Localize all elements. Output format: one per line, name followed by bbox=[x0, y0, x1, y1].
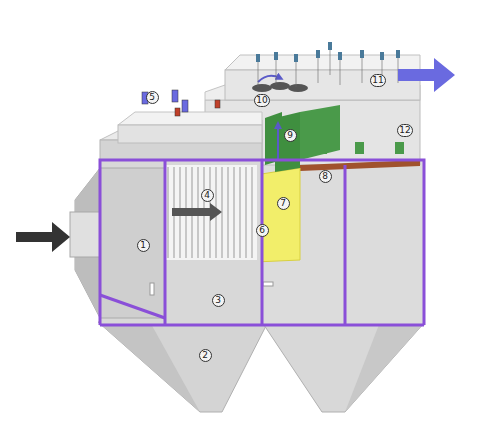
blow-pipe bbox=[296, 62, 297, 87]
blow-pipe bbox=[330, 50, 331, 75]
pulse-valve bbox=[316, 50, 320, 58]
pulse-valve bbox=[396, 50, 400, 58]
right-hopper-shade bbox=[345, 322, 425, 412]
outlet-hole bbox=[270, 82, 290, 90]
inlet-arrow bbox=[16, 222, 70, 252]
pulse-valve bbox=[256, 54, 260, 62]
insulator bbox=[182, 100, 188, 112]
brown-rail bbox=[300, 160, 420, 171]
outlet-box-top bbox=[225, 55, 420, 70]
frame-beam bbox=[100, 160, 424, 325]
blow-pipe bbox=[362, 58, 363, 83]
plate-line bbox=[246, 167, 247, 258]
insulator bbox=[215, 100, 220, 108]
outlet-arrow bbox=[398, 58, 455, 92]
pulse-valve bbox=[338, 52, 342, 60]
frame-brace bbox=[100, 295, 165, 318]
left-cap-top bbox=[118, 112, 262, 125]
inspection-slot bbox=[150, 283, 154, 295]
plate-line bbox=[252, 167, 253, 258]
callout-number: 5 bbox=[146, 91, 159, 104]
insulators bbox=[142, 90, 220, 116]
plate-line bbox=[234, 167, 235, 258]
callout-number: 1 bbox=[137, 239, 150, 252]
plate-line bbox=[168, 167, 169, 258]
callout-number: 4 bbox=[201, 189, 214, 202]
inner-flow-arrow bbox=[172, 203, 222, 221]
insulator bbox=[175, 108, 180, 116]
plate-line bbox=[228, 167, 229, 258]
callout-number: 10 bbox=[254, 94, 269, 107]
green-panel bbox=[300, 105, 340, 160]
right-hopper bbox=[262, 322, 425, 412]
outlet-box bbox=[225, 70, 420, 100]
pulse-valve bbox=[294, 54, 298, 62]
frame-column bbox=[261, 160, 264, 325]
flow-arrow bbox=[277, 125, 279, 160]
callout-number: 6 bbox=[256, 224, 269, 237]
blow-pipe bbox=[276, 60, 277, 85]
pulse-valve bbox=[274, 52, 278, 60]
pulse-valve bbox=[380, 52, 384, 60]
flow-arrow bbox=[258, 76, 280, 82]
plates bbox=[168, 167, 252, 258]
left-hopper bbox=[98, 322, 268, 412]
outlet-hole bbox=[288, 84, 308, 92]
inspection-slot bbox=[263, 282, 273, 286]
left-cap bbox=[118, 125, 262, 143]
plate-line bbox=[240, 167, 241, 258]
green-window bbox=[355, 142, 364, 154]
plate-area bbox=[165, 165, 257, 260]
blow-pipe bbox=[340, 60, 341, 85]
blow-pipe bbox=[318, 58, 319, 83]
pulse-valve bbox=[360, 50, 364, 58]
pulse-valve bbox=[328, 42, 332, 50]
insulator bbox=[172, 90, 178, 102]
green-duct bbox=[275, 112, 300, 172]
frame-beam bbox=[100, 324, 424, 327]
plate-line bbox=[222, 167, 223, 258]
blow-pipe bbox=[258, 62, 259, 87]
callout-number: 8 bbox=[319, 170, 332, 183]
callout-number: 12 bbox=[397, 124, 412, 137]
frame-column bbox=[344, 165, 347, 325]
outlet-hole bbox=[252, 84, 272, 92]
left-hopper-shade bbox=[98, 322, 200, 412]
callout-number: 3 bbox=[212, 294, 225, 307]
callout-number: 2 bbox=[199, 349, 212, 362]
callout-number: 9 bbox=[284, 129, 297, 142]
inlet-duct bbox=[70, 212, 100, 257]
callout-number: 7 bbox=[277, 197, 290, 210]
steel-frame bbox=[100, 160, 424, 325]
green-window bbox=[395, 142, 404, 154]
callout-number: 11 bbox=[370, 74, 385, 87]
frame-column bbox=[164, 160, 167, 325]
green-window bbox=[318, 142, 327, 154]
pulse-valves bbox=[256, 42, 400, 87]
